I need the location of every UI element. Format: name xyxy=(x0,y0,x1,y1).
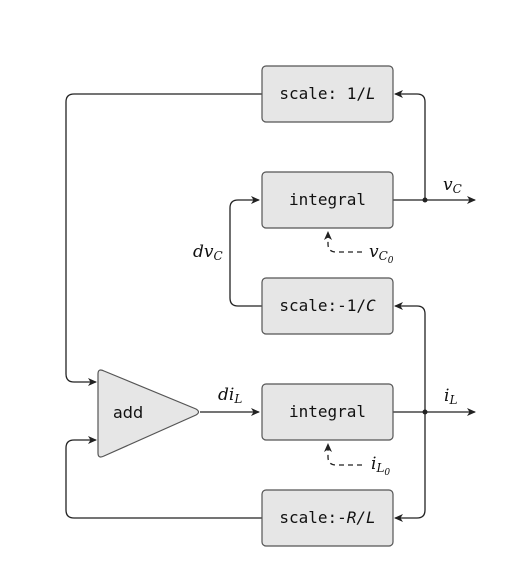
wire-dvC xyxy=(229,196,262,307)
wire-iL0-initial xyxy=(324,443,362,466)
integral-top-block[interactable]: integral xyxy=(261,171,394,229)
signal-vC-label: vC xyxy=(443,175,462,196)
svg-text:scale: 1/L: scale: 1/L xyxy=(279,84,375,103)
scale-neg-R-over-L-block[interactable]: scale:-R/L xyxy=(261,489,394,547)
scale-1-over-L-block[interactable]: scale: 1/L xyxy=(261,65,394,123)
wire-scale-1L-to-adder xyxy=(65,93,262,386)
wire-scale-RL-to-adder xyxy=(65,436,262,519)
scale-RL-var: R/L xyxy=(347,508,376,527)
signal-dvC-label: dvC xyxy=(193,242,223,263)
scale-RL-prefix: scale:- xyxy=(279,508,346,527)
scale-1L-var: L xyxy=(366,84,376,103)
wire-vC-to-scale-1L xyxy=(394,90,426,200)
integral-bottom-block[interactable]: integral xyxy=(261,383,394,441)
adder-label: add xyxy=(113,403,143,422)
signal-diL-label: diL xyxy=(218,385,242,406)
scale-neg-1-over-C-block[interactable]: scale:-1/C xyxy=(261,277,394,335)
integral-bottom-label: integral xyxy=(289,402,366,421)
integral-top-label: integral xyxy=(289,190,366,209)
wire-iL-to-scale-1C xyxy=(394,302,426,412)
scale-1L-prefix: scale: 1/ xyxy=(279,84,366,103)
signal-iL0-label: iL0 xyxy=(371,454,390,478)
scale-1C-var: C xyxy=(366,296,376,315)
signal-vC0-label: vC0 xyxy=(369,242,394,266)
svg-text:scale:-R/L: scale:-R/L xyxy=(279,508,375,527)
adder-block[interactable]: add xyxy=(97,369,200,458)
wire-vC0-initial xyxy=(324,231,362,253)
svg-text:scale:-1/C: scale:-1/C xyxy=(279,296,376,315)
wire-iL-to-scale-RL xyxy=(394,412,426,522)
scale-1C-prefix: scale:-1/ xyxy=(279,296,366,315)
junction-vC xyxy=(422,197,428,203)
signal-iL-label: iL xyxy=(444,386,457,407)
